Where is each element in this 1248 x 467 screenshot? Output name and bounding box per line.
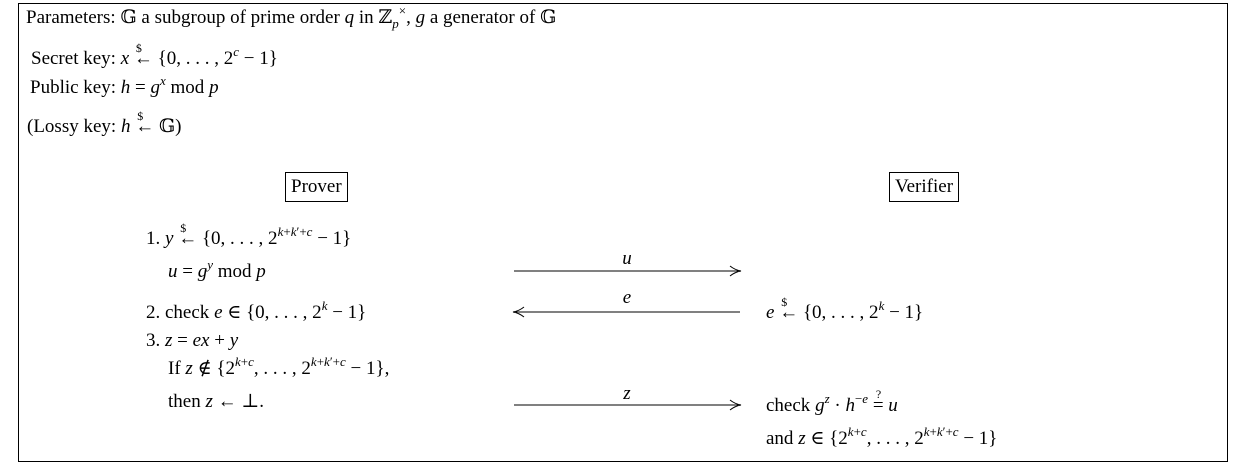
verify-range-line: and z ∈ {2k+c, . . . , 2k+k′+c − 1}: [766, 424, 998, 449]
arrow-right-z: [514, 399, 742, 411]
step-2-line: 2. check e ∈ {0, . . . , 2k − 1}: [146, 298, 367, 323]
challenge-line: e $← {0, . . . , 2k − 1}: [766, 295, 924, 323]
prover-box: Prover: [285, 172, 348, 202]
parameters-line: Parameters: 𝔾 a subgroup of prime order …: [26, 3, 557, 31]
abort-action-line: then z ← ⊥.: [168, 391, 264, 412]
message-e-label: e: [622, 287, 632, 308]
message-u-label: u: [622, 248, 632, 269]
verifier-box: Verifier: [889, 172, 960, 202]
commitment-line: u = gy mod p: [168, 257, 266, 282]
secret-key-line: Secret key: x $← {0, . . . , 2c − 1}: [31, 41, 278, 69]
parameters-label: Parameters:: [26, 7, 116, 28]
public-key-line: Public key: h = gx mod p: [30, 73, 219, 98]
message-z-label: z: [623, 383, 631, 404]
lossy-key-label: (Lossy key:: [27, 116, 117, 137]
abort-condition-line: If z ∉ {2k+c, . . . , 2k+k′+c − 1},: [168, 354, 390, 379]
step-3-line: 3. z = ex + y: [146, 330, 239, 351]
public-key-label: Public key:: [30, 77, 117, 98]
step-1-line: 1. y $← {0, . . . , 2k+k′+c − 1}: [146, 221, 352, 249]
arrow-left-e: [512, 306, 740, 318]
lossy-key-line: (Lossy key: h $← 𝔾): [27, 109, 182, 137]
verify-check-line: check gz · h−e ?= u: [766, 387, 898, 416]
arrow-right-u: [514, 265, 742, 277]
protocol-frame: [18, 3, 1228, 462]
secret-key-label: Secret key:: [31, 48, 116, 69]
